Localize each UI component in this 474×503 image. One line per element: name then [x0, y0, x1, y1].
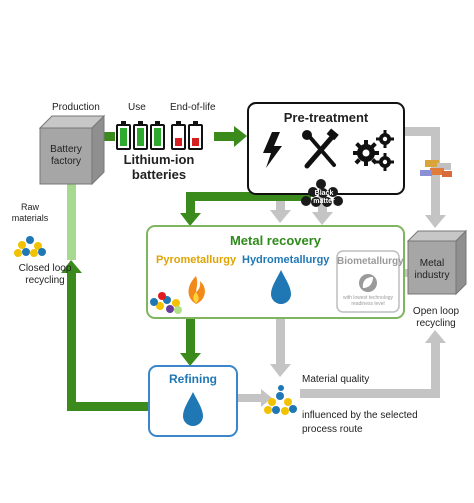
lithium-ion-line1: Lithium-ion — [123, 152, 195, 167]
open-loop-line2: recycling — [416, 318, 456, 329]
open-loop-label: Open loop recycling — [404, 306, 468, 330]
biometallurgy-note-line1: with lowest technology — [342, 295, 394, 301]
biometallurgy-note-line2: readiness level — [351, 301, 385, 307]
stage-use-label: Use — [128, 102, 146, 113]
raw-materials-line1: Raw — [20, 202, 39, 212]
battery-factory-line2: factory — [50, 156, 81, 167]
material-quality-line3: process route — [302, 424, 363, 435]
metal-ingots — [420, 160, 452, 177]
closed-loop-label: Closed loop recycling — [10, 263, 80, 287]
gears-icon — [353, 130, 394, 171]
green-flows — [61, 126, 311, 411]
pretreatment-title: Pre-treatment — [283, 110, 369, 125]
material-quality-line2: influenced by the selected — [302, 410, 418, 421]
raw-materials-line2: materials — [11, 213, 49, 223]
open-loop-line1: Open loop — [412, 306, 460, 317]
battery-factory-label: Battery factory — [41, 144, 91, 168]
lithium-ion-label: Lithium-ion batteries — [110, 152, 208, 182]
battery-factory-line1: Battery — [50, 144, 82, 155]
tools-icon — [302, 128, 339, 169]
lithium-ion-line2: batteries — [131, 167, 187, 182]
stage-end-of-life-label: End-of-life — [170, 102, 216, 113]
metal-industry-line1: Metal — [419, 258, 445, 269]
biometallurgy-label: Biometallurgy — [337, 256, 404, 267]
lightning-icon — [263, 132, 282, 168]
leaf-icon — [359, 274, 377, 292]
refining-drop-icon — [183, 392, 203, 426]
raw-materials-label: Raw materials — [2, 202, 58, 224]
metal-industry-line2: industry — [414, 270, 450, 281]
battery-factory-cube — [38, 114, 106, 186]
biometallurgy-note: with lowest technology readiness level — [337, 295, 399, 307]
metal-industry-cube — [406, 229, 468, 296]
output-particles — [264, 385, 297, 415]
metal-recovery-title: Metal recovery — [229, 233, 322, 248]
material-particles-pyro — [150, 292, 182, 314]
stage-production-label: Production — [52, 102, 100, 113]
black-matter-line1: Black — [314, 190, 334, 197]
hydrometallurgy-label: Hydrometallurgy — [242, 254, 330, 266]
pyrometallurgy-label: Pyrometallurgy — [156, 254, 237, 266]
raw-material-particles — [14, 236, 46, 257]
refining-title: Refining — [169, 372, 217, 386]
lithium-ion-batteries — [116, 121, 203, 150]
metal-industry-label: Metal industry — [408, 258, 456, 282]
flame-icon — [188, 276, 205, 304]
water-drop-icon — [271, 270, 291, 304]
closed-loop-line1: Closed loop — [18, 263, 72, 274]
black-matter-pile — [301, 179, 343, 207]
black-matter-label: Black matter — [304, 190, 344, 206]
closed-loop-line2: recycling — [25, 275, 65, 286]
material-quality-line1: Material quality — [302, 374, 370, 385]
black-matter-line2: matter — [313, 198, 335, 205]
